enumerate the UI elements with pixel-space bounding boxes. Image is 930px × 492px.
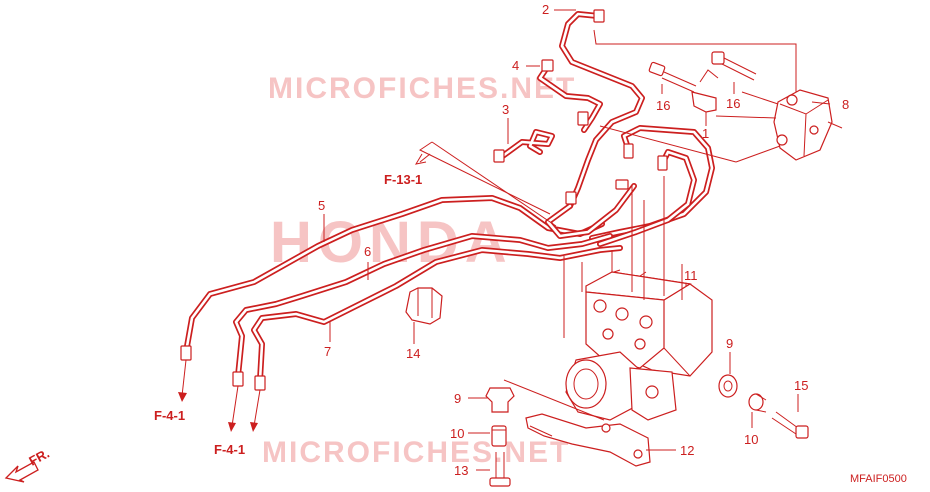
pipe-fittings [180, 9, 668, 391]
valve-assembly-8 [773, 89, 843, 161]
bracket-1 [691, 69, 719, 113]
brake-pipe-3 [497, 129, 555, 161]
watermark-top: MICROFICHES.NET [268, 72, 576, 105]
callout-3: 3 [502, 102, 509, 117]
callout-7: 7 [324, 344, 331, 359]
reference-arrows [178, 153, 431, 432]
bolt-16-right [711, 51, 757, 81]
clip-14 [405, 287, 443, 325]
callout-14: 14 [406, 346, 420, 361]
ref-f-4-1-lower: F-4-1 [214, 442, 245, 457]
callout-1: 1 [702, 126, 709, 141]
grommet-9-left [485, 387, 515, 413]
front-arrow-icon [4, 461, 39, 483]
brake-pipe-2 [559, 11, 645, 209]
watermark-bottom: MICROFICHES.NET [262, 436, 570, 469]
callout-15: 15 [794, 378, 808, 393]
bolt-16-left [648, 61, 697, 93]
callout-8: 8 [842, 97, 849, 112]
ref-f-4-1-upper: F-4-1 [154, 408, 185, 423]
brake-pipe-center [545, 183, 637, 239]
callout-6: 6 [364, 244, 371, 259]
bolt-15 [771, 411, 809, 439]
callout-10-left: 10 [450, 426, 464, 441]
brake-pipe-mid-right [597, 149, 697, 247]
brake-pipe-6 [233, 233, 613, 379]
callout-11: 11 [684, 268, 698, 283]
leader-lines [323, 9, 831, 471]
brake-pipe-7 [251, 245, 623, 383]
callout-2: 2 [542, 2, 549, 17]
grommet-9-right [718, 374, 738, 398]
bracket-12 [525, 413, 651, 467]
callout-9-right: 9 [726, 336, 733, 351]
callout-16-right: 16 [726, 96, 740, 111]
bolt-13 [489, 452, 511, 487]
callout-12: 12 [680, 443, 694, 458]
callout-9-left: 9 [454, 391, 461, 406]
ref-f-13-1: F-13-1 [384, 172, 422, 187]
collar-10-left [491, 425, 507, 447]
diagram-code: MFAIF0500 [850, 473, 907, 485]
brake-pipe-4 [537, 63, 603, 133]
callout-10-right: 10 [744, 432, 758, 447]
collar-10-right [748, 393, 767, 413]
callout-5: 5 [318, 198, 325, 213]
callout-16-left: 16 [656, 98, 670, 113]
abs-modulator-11 [565, 269, 713, 421]
callout-13: 13 [454, 463, 468, 478]
callout-4: 4 [512, 58, 519, 73]
guide-lines [563, 176, 665, 338]
brake-pipe-5 [183, 195, 605, 355]
